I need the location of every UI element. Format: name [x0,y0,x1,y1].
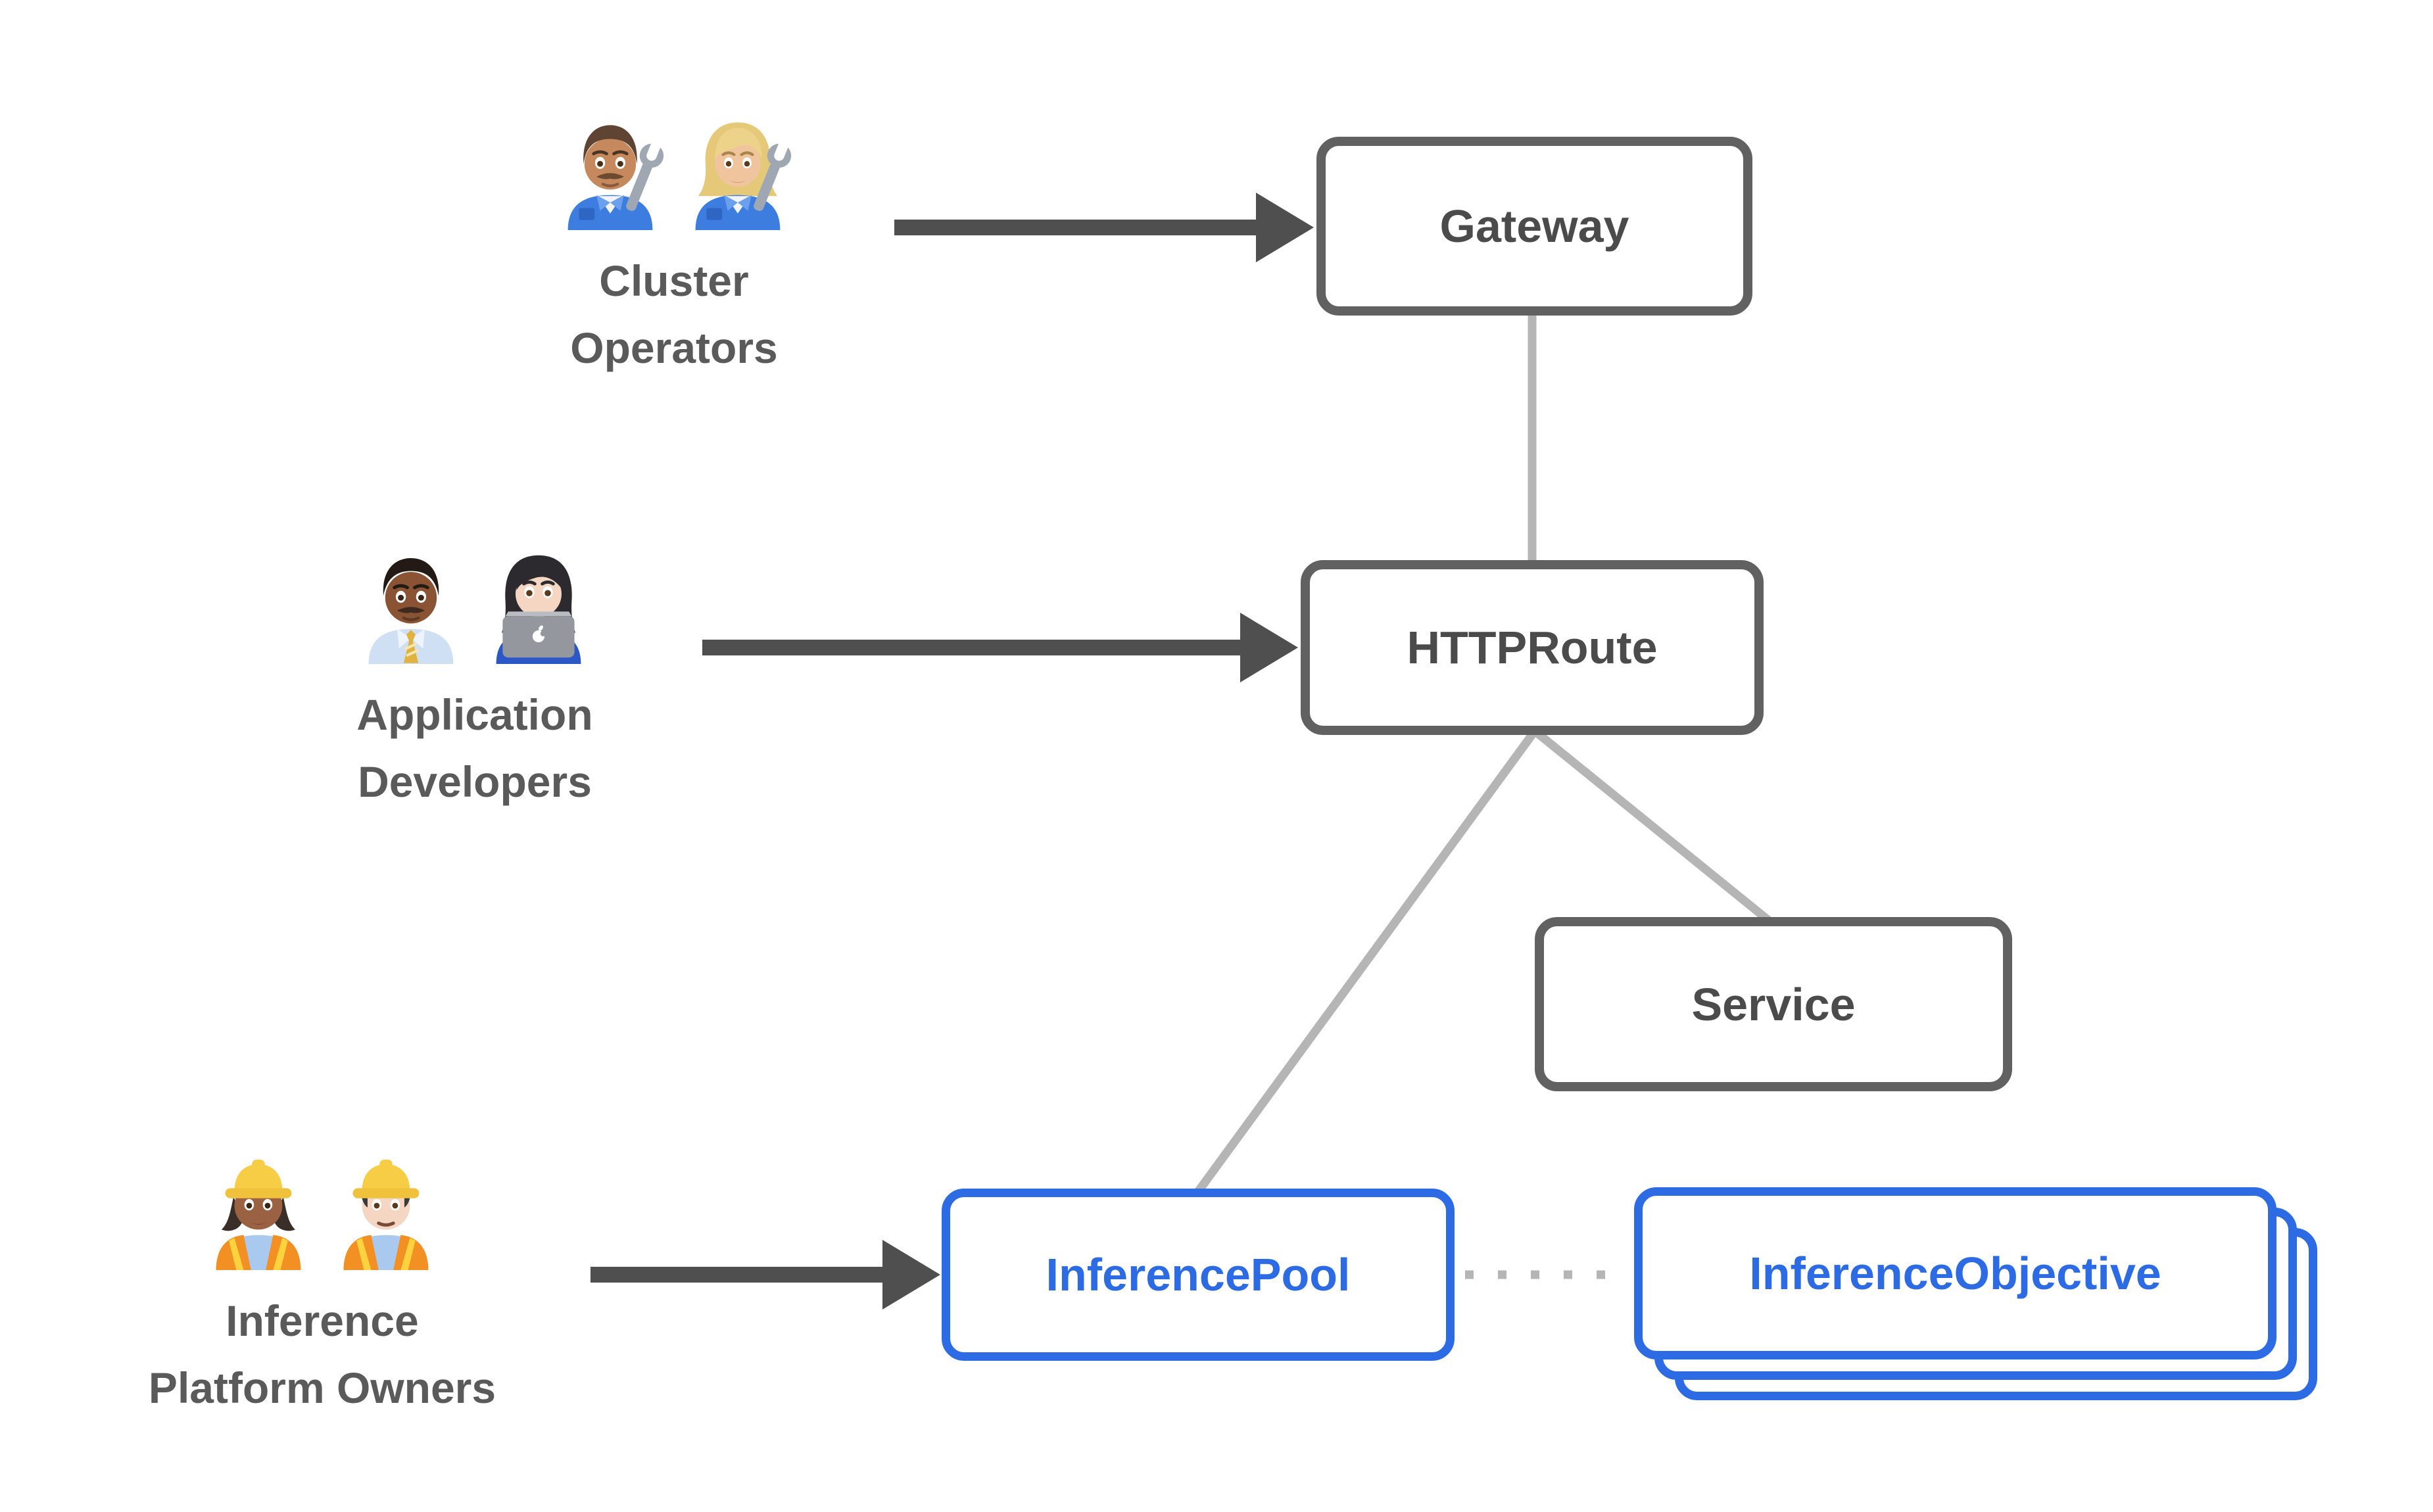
node-inferenceobjective-label: InferenceObjective [1749,1248,2161,1299]
persona-label-line1: Cluster [599,256,749,305]
node-service: Service [1535,917,2012,1091]
node-service-label: Service [1691,978,1856,1030]
persona-label-line1: Inference [226,1296,419,1345]
persona-application-developers: Application Developers [356,544,594,816]
node-gateway: Gateway [1316,137,1752,316]
persona-icons [356,544,594,664]
persona-label-line2: Platform Owners [148,1363,496,1413]
node-httproute: HTTPRoute [1301,560,1764,735]
node-inferencepool: InferencePool [942,1189,1455,1361]
woman-technologist-emoji [496,555,581,664]
arrow-application-developers-to-httproute [702,613,1298,682]
arrow-inference-platform-owners-to-inferencepool [590,1240,940,1310]
persona-cluster-operators: Cluster Operators [555,110,793,382]
persona-label-line1: Application [356,690,593,739]
persona-icons [555,110,793,230]
arrow-cluster-operators-to-gateway [894,193,1314,262]
persona-label-application-developers: Application Developers [356,681,592,816]
node-inferenceobjective: InferenceObjective [1634,1187,2276,1359]
node-httproute-label: HTTPRoute [1407,622,1658,673]
node-inferencepool-label: InferencePool [1046,1249,1351,1300]
man-construction-worker-emoji [343,1160,429,1270]
persona-label-inference-platform-owners: Inference Platform Owners [149,1287,496,1422]
edge-httproute-inferencepool [1193,728,1539,1195]
persona-label-line2: Developers [358,757,592,807]
woman-mechanic-emoji [695,122,792,230]
persona-inference-platform-owners: Inference Platform Owners [149,1150,496,1422]
persona-icons [203,1150,441,1270]
persona-label-line2: Operators [570,323,778,373]
persona-label-cluster-operators: Cluster Operators [570,247,777,382]
edge-httproute-service [1531,727,1773,926]
man-office-worker-emoji [368,558,454,664]
man-mechanic-emoji [567,125,664,230]
woman-construction-worker-emoji [216,1160,301,1270]
node-gateway-label: Gateway [1439,201,1629,252]
node-inferenceobjective-stack: InferenceObjective [1634,1187,2317,1400]
